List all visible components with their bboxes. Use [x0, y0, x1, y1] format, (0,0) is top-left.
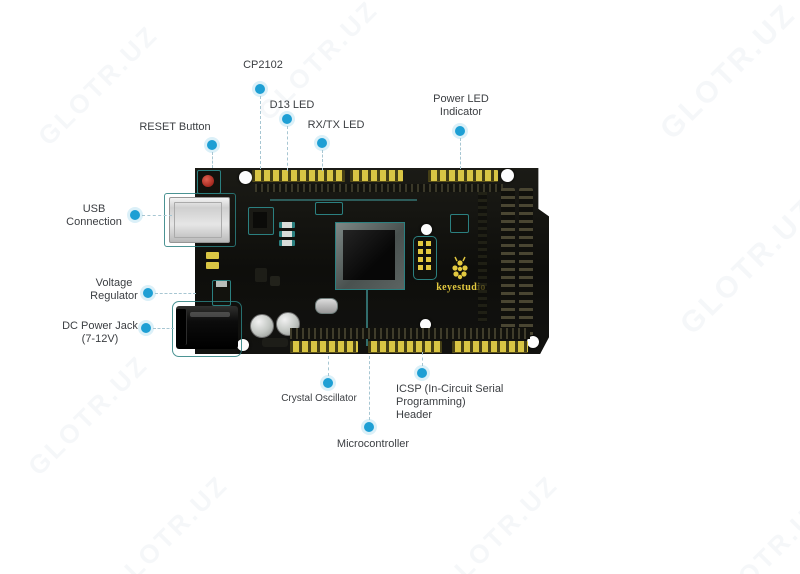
reset-button-cap [202, 175, 214, 187]
mounting-hole [239, 171, 252, 184]
pin-column-right-outer [519, 188, 533, 336]
callout-rx-tx-led-dot [317, 138, 327, 148]
smd-capacitor [270, 276, 280, 286]
callout-crystal-oscillator-line [328, 356, 329, 376]
fuse-component [206, 262, 219, 269]
voltage-regulator-component [212, 280, 231, 306]
callout-cp2102-dot [255, 84, 265, 94]
callout-icsp-header-label: ICSP (In-Circuit Serial Programming) Hea… [396, 383, 504, 421]
callout-power-led-dot [455, 126, 465, 136]
pcb-trace [270, 199, 417, 201]
pin-header-bottom-3 [452, 341, 528, 353]
reset-button-component [197, 170, 221, 194]
keyestudio-logo-icon [452, 256, 468, 280]
callout-usb-connection-label: USB Connection [66, 203, 122, 228]
callout-usb-connection-dot [130, 210, 140, 220]
pin-header-bottom-1 [290, 341, 358, 353]
power-led-region [450, 214, 469, 233]
callout-reset-button-label: RESET Button [139, 121, 211, 133]
smd-component [262, 338, 288, 347]
mounting-hole [420, 319, 431, 330]
pin-header-top-2 [350, 170, 403, 182]
pin-header-bottom-2 [368, 341, 442, 353]
callout-microcontroller-label: Microcontroller [336, 438, 410, 450]
watermark-text: GLOTR.UZ [102, 469, 235, 574]
watermark-text: GLOTR.UZ [653, 0, 800, 147]
voltage-regulator-tab [216, 281, 227, 287]
icsp-pin [418, 265, 423, 270]
icsp-pin [426, 249, 431, 254]
callout-microcontroller-dot [364, 422, 374, 432]
icsp-header-pins [413, 236, 437, 280]
electrolytic-capacitor [250, 314, 274, 338]
solder-pad-row-bottom [290, 328, 530, 339]
callout-icsp-header-line [422, 352, 423, 366]
callout-dc-power-jack-dot [141, 323, 151, 333]
keyestudio-logo-text: keyestudio [436, 282, 486, 293]
smd-capacitor [255, 268, 267, 282]
pin-header-top-3 [428, 170, 498, 182]
cp2102-chip-die [253, 212, 267, 228]
usb-connector-outline [164, 193, 236, 247]
dc-jack-highlight [190, 312, 230, 317]
dc-jack-barrel [176, 309, 187, 345]
callout-voltage-regulator-label: Voltage Regulator [90, 277, 138, 302]
callout-icsp-header-dot [417, 368, 427, 378]
pcb-trace [366, 290, 368, 346]
smd-resistor [279, 231, 295, 237]
mounting-hole [501, 169, 514, 182]
watermark-text: GLOTR.UZ [673, 192, 800, 342]
solder-pad-row-top [255, 184, 503, 192]
icsp-pin [418, 249, 423, 254]
watermark-text: GLOTR.UZ [432, 469, 565, 574]
callout-cp2102-label: CP2102 [243, 59, 283, 71]
mounting-hole [237, 339, 249, 351]
callout-reset-button-dot [207, 140, 217, 150]
callout-d13-led-dot [282, 114, 292, 124]
callout-rx-tx-led-label: RX/TX LED [307, 119, 365, 131]
smd-resistor [279, 240, 295, 246]
dc-power-jack-component [176, 306, 238, 349]
icsp-pin [418, 257, 423, 262]
callout-microcontroller-line [369, 356, 370, 420]
pin-header-top-1 [252, 170, 345, 182]
icsp-pin [426, 265, 431, 270]
watermark-text: GLOTR.UZ [22, 349, 155, 482]
callout-usb-connection-line [142, 215, 172, 216]
microcontroller-chip [335, 222, 405, 290]
callout-d13-led-line [287, 126, 288, 171]
smd-resistor [279, 222, 295, 228]
callout-dc-power-jack-label: DC Power Jack (7-12V) [62, 320, 138, 345]
watermark-text: GLOTR.UZ [702, 489, 800, 574]
callout-power-led-label: Power LED Indicator [433, 93, 489, 118]
cp2102-chip [248, 207, 274, 235]
usb-connector-face [174, 202, 222, 238]
icsp-pin [426, 257, 431, 262]
usb-connector [169, 197, 230, 243]
icsp-pin [418, 241, 423, 246]
mounting-hole [527, 336, 539, 348]
callout-voltage-regulator-line [155, 293, 196, 294]
crystal-oscillator-component [315, 298, 338, 314]
callout-cp2102-line [260, 96, 261, 169]
callout-voltage-regulator-dot [143, 288, 153, 298]
pin-column-right-inner [501, 188, 515, 336]
callout-rx-tx-led-line [322, 150, 323, 171]
solder-pad-column [478, 192, 487, 322]
callout-crystal-oscillator-dot [323, 378, 333, 388]
microcontroller-die [343, 230, 395, 280]
icsp-pin [426, 241, 431, 246]
mega-board-pcb: keyestudio [195, 168, 549, 354]
mounting-hole [421, 224, 432, 235]
fuse-component [206, 252, 219, 259]
callout-reset-button-line [212, 152, 213, 168]
dc-jack-outline [172, 301, 242, 357]
callout-power-led-line [460, 138, 461, 169]
smd-component [315, 202, 343, 215]
callout-crystal-oscillator-label: Crystal Oscillator [281, 393, 357, 404]
callout-dc-power-jack-line [153, 328, 174, 329]
callout-d13-led-label: D13 LED [269, 99, 315, 111]
